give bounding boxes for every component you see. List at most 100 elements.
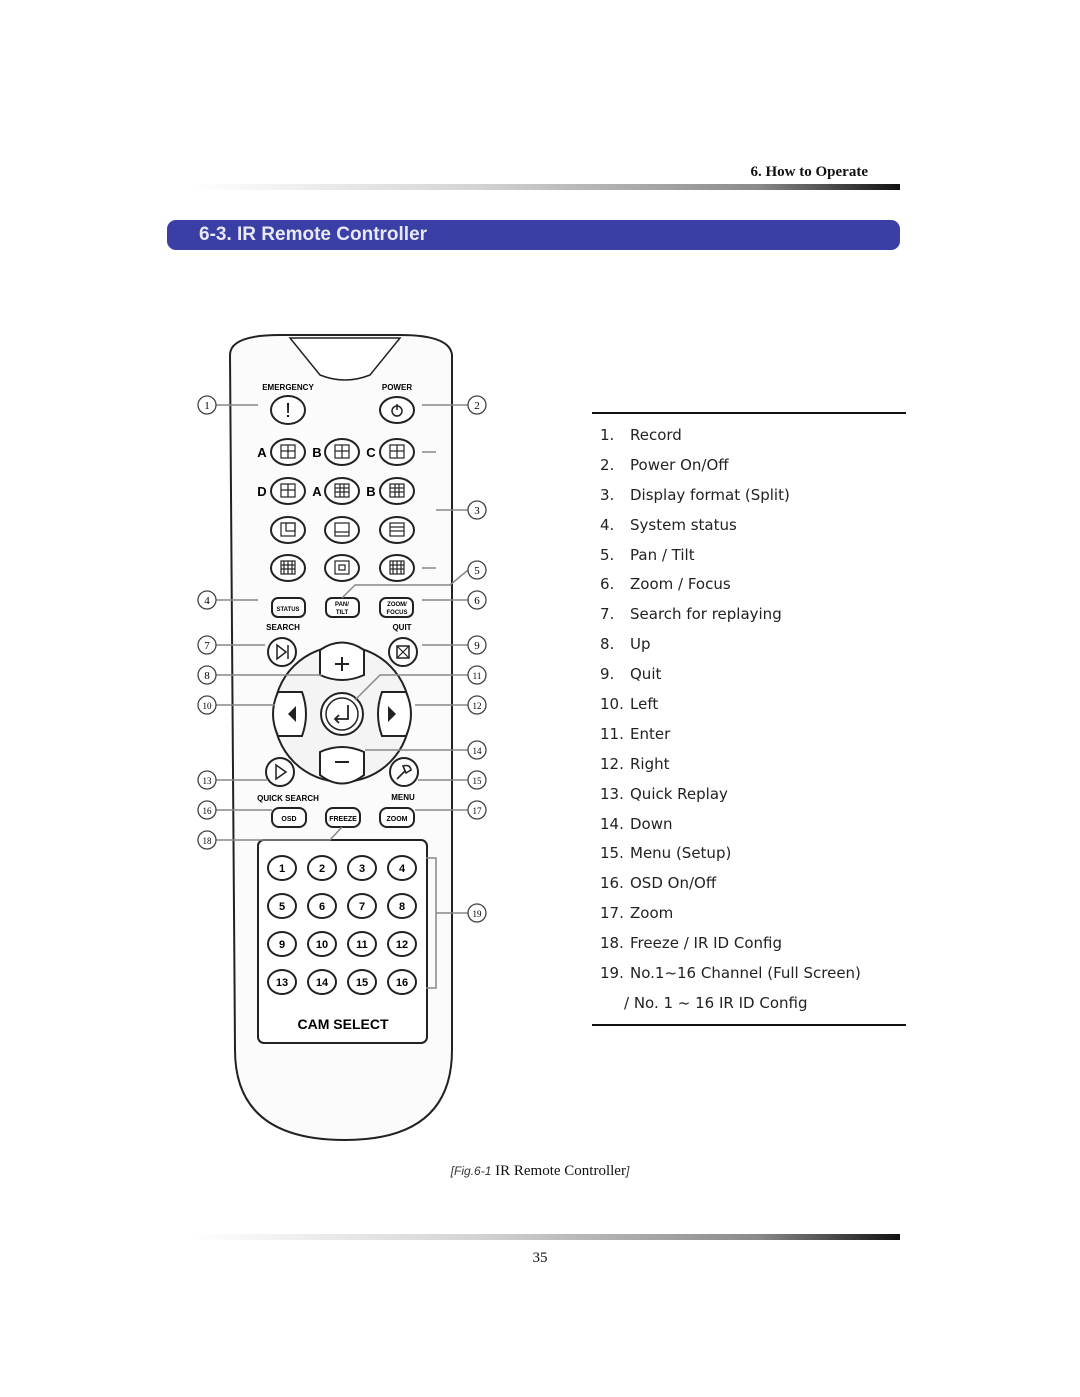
- callout-marker: 8: [197, 665, 217, 685]
- channel-button-label: 12: [396, 939, 408, 951]
- legend-item-number: 10.: [600, 695, 624, 714]
- legend-item-number: 17.: [600, 904, 624, 923]
- down-button[interactable]: [319, 746, 365, 785]
- channel-button[interactable]: 6: [307, 893, 337, 919]
- legend-item-text: Zoom: [630, 904, 674, 923]
- play-icon: [275, 763, 288, 781]
- emergency-label: EMERGENCY: [262, 383, 314, 392]
- callout-number: 13: [203, 776, 213, 786]
- footer-rule: [190, 1234, 900, 1240]
- enter-button[interactable]: [320, 692, 364, 736]
- status-button[interactable]: STATUS: [271, 597, 306, 618]
- legend-item-text: Pan / Tilt: [630, 545, 695, 564]
- zoom-focus-label-2: FOCUS: [387, 610, 408, 616]
- channel-button[interactable]: 13: [267, 969, 297, 995]
- caption-prefix: [Fig.6-1: [450, 1164, 492, 1178]
- power-button[interactable]: [379, 396, 415, 424]
- channel-button[interactable]: 12: [387, 931, 417, 957]
- legend-item-number: 15.: [600, 844, 624, 863]
- left-arrow-icon: [288, 706, 296, 722]
- wrench-icon: [396, 764, 412, 780]
- legend-item-number: 4.: [600, 515, 615, 534]
- callout-number: 19: [473, 909, 483, 919]
- callout-number: 3: [474, 505, 480, 517]
- legend-item-number: 18.: [600, 934, 624, 953]
- channel-button-label: 6: [319, 901, 325, 913]
- split-letter-2: B: [312, 445, 321, 460]
- caption-suffix: ]: [625, 1164, 630, 1178]
- legend-item-text: Freeze / IR ID Config: [630, 934, 783, 953]
- channel-button[interactable]: 9: [267, 931, 297, 957]
- channel-button-label: 5: [279, 901, 285, 913]
- channel-button[interactable]: 15: [347, 969, 377, 995]
- emergency-button[interactable]: !: [270, 395, 306, 425]
- legend-item-number: 16.: [600, 874, 624, 893]
- channel-button-label: 11: [356, 939, 368, 951]
- channel-button-label: 7: [359, 901, 365, 913]
- callout-marker: 15: [467, 770, 487, 790]
- cam-select-panel: [257, 839, 428, 1044]
- callout-number: 10: [203, 701, 213, 711]
- quit-button[interactable]: [388, 637, 418, 667]
- zoom-focus-label-1: ZOOM/: [387, 602, 407, 608]
- split-letter-5: A: [312, 484, 322, 499]
- channel-button-label: 10: [316, 939, 328, 951]
- callout-marker: 5: [467, 560, 487, 580]
- channel-button[interactable]: 14: [307, 969, 337, 995]
- status-button-label: STATUS: [276, 607, 299, 613]
- channel-button[interactable]: 5: [267, 893, 297, 919]
- channel-button[interactable]: 10: [307, 931, 337, 957]
- pan-tilt-button[interactable]: PAN/ TILT: [325, 597, 360, 618]
- zoom-button[interactable]: ZOOM: [379, 807, 415, 828]
- channel-button-label: 13: [276, 977, 288, 989]
- right-arrow-icon: [388, 706, 396, 722]
- channel-button[interactable]: 16: [387, 969, 417, 995]
- legend-item: 10. Left: [592, 689, 906, 719]
- zoom-focus-button[interactable]: ZOOM/ FOCUS: [379, 597, 414, 618]
- legend-item: 9.Quit: [592, 659, 906, 689]
- legend-item: 17. Zoom: [592, 898, 906, 928]
- channel-button[interactable]: 4: [387, 855, 417, 881]
- callout-marker: 6: [467, 590, 487, 610]
- osd-button[interactable]: OSD: [271, 807, 307, 828]
- search-button[interactable]: [267, 637, 297, 667]
- menu-button[interactable]: [389, 757, 419, 787]
- callout-number: 5: [474, 565, 480, 577]
- callout-marker: 11: [467, 665, 487, 685]
- channel-button[interactable]: 1: [267, 855, 297, 881]
- channel-button[interactable]: 8: [387, 893, 417, 919]
- callout-marker: 17: [467, 800, 487, 820]
- legend-item: 18. Freeze / IR ID Config: [592, 928, 906, 958]
- callout-number: 11: [473, 671, 482, 681]
- callout-marker: 10: [197, 695, 217, 715]
- exclamation-icon: !: [285, 400, 291, 422]
- legend-item: 14.Down: [592, 809, 906, 839]
- channel-button[interactable]: 2: [307, 855, 337, 881]
- channel-button-label: 15: [356, 977, 368, 989]
- channel-button[interactable]: 11: [347, 931, 377, 957]
- legend-item-number: 9.: [600, 665, 615, 684]
- header-rule: [190, 184, 900, 190]
- channel-button-label: 8: [399, 901, 405, 913]
- callout-marker: 3: [467, 500, 487, 520]
- freeze-button[interactable]: FREEZE: [325, 807, 361, 828]
- quick-search-button[interactable]: [265, 757, 295, 787]
- legend-item-text: Record: [630, 426, 682, 444]
- legend-item-text: System status: [630, 515, 737, 534]
- plus-icon: [335, 657, 349, 671]
- legend-item: 6.Zoom / Focus: [592, 569, 906, 599]
- callout-number: 1: [204, 400, 210, 412]
- callout-number: 12: [473, 701, 482, 711]
- legend-item-number: 8.: [600, 635, 615, 654]
- legend-item: 5.Pan / Tilt: [592, 540, 906, 570]
- channel-button-label: 4: [399, 863, 406, 875]
- callout-marker: 18: [197, 830, 217, 850]
- callout-marker: 19: [467, 903, 487, 923]
- legend-item-text: Left: [630, 695, 659, 714]
- callout-marker: 12: [467, 695, 487, 715]
- channel-button[interactable]: 7: [347, 893, 377, 919]
- channel-button[interactable]: 3: [347, 855, 377, 881]
